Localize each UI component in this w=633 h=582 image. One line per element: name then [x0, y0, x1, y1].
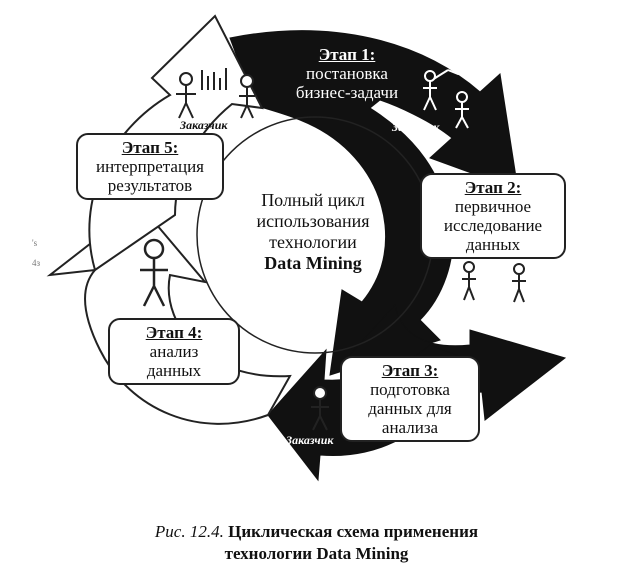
person-icon	[512, 263, 526, 303]
stage-2-line3: данных	[465, 235, 521, 254]
center-line4: Data Mining	[264, 253, 362, 273]
center-line2: использования	[256, 211, 370, 231]
stray-mark: 4з	[32, 258, 41, 268]
stage-5-title: Этап 5:	[121, 138, 179, 157]
stage-5-line1: интерпретация	[95, 157, 204, 176]
stage-5-box: Этап 5: интерпретация результатов	[76, 133, 224, 200]
stage-4-title: Этап 4:	[145, 323, 203, 342]
client-label-right: Заказчик	[465, 302, 513, 316]
stage-3-line3: анализа	[381, 418, 439, 437]
figure-caption: Рис. 12.4. Циклическая схема применения	[0, 522, 633, 542]
client-label-top-right: Заказчик	[392, 120, 440, 134]
person-icon	[423, 70, 437, 111]
stray-mark: 's	[32, 238, 38, 248]
center-line3: технологии	[269, 232, 357, 252]
person-icon	[462, 261, 476, 301]
stage-3-title: Этап 3:	[381, 361, 439, 380]
person-icon	[311, 386, 329, 431]
stage-1-line1: постановка	[306, 64, 388, 83]
stage-4-line1: анализ	[149, 342, 199, 361]
stage-1-box: Этап 1: постановка бизнес-задачи	[282, 42, 412, 105]
stage-1-line2: бизнес-задачи	[295, 83, 399, 102]
stage-2-line2: исследование	[443, 216, 543, 235]
center-text: Полный цикл использования технологии Dat…	[238, 190, 388, 274]
stage-2-title: Этап 2:	[464, 178, 522, 197]
person-icon	[176, 72, 196, 119]
center-line1: Полный цикл	[261, 190, 365, 210]
stage-2-line1: первичное	[454, 197, 532, 216]
person-icon	[140, 238, 168, 307]
stage-1-title: Этап 1:	[318, 45, 376, 64]
stage-4-line2: данных	[146, 361, 202, 380]
person-icon	[455, 91, 469, 129]
client-label-top-left: Заказчик	[180, 118, 228, 132]
stage-3-line2: данных для	[368, 399, 452, 418]
client-label-bottom: Заказчик	[286, 433, 334, 447]
chart-icon	[201, 68, 227, 90]
stage-3-box: Этап 3: подготовка данных для анализа	[340, 356, 480, 442]
figure-caption-line2: технологии Data Mining	[224, 544, 409, 563]
person-icon	[239, 74, 255, 119]
stage-5-line2: результатов	[107, 176, 193, 195]
stage-2-box: Этап 2: первичное исследование данных	[420, 173, 566, 259]
caption-prefix: Рис. 12.4.	[154, 522, 224, 541]
stage-3-line1: подготовка	[370, 380, 450, 399]
stage-4-box: Этап 4: анализ данных	[108, 318, 240, 385]
caption-line1: Циклическая схема применения	[228, 522, 479, 541]
